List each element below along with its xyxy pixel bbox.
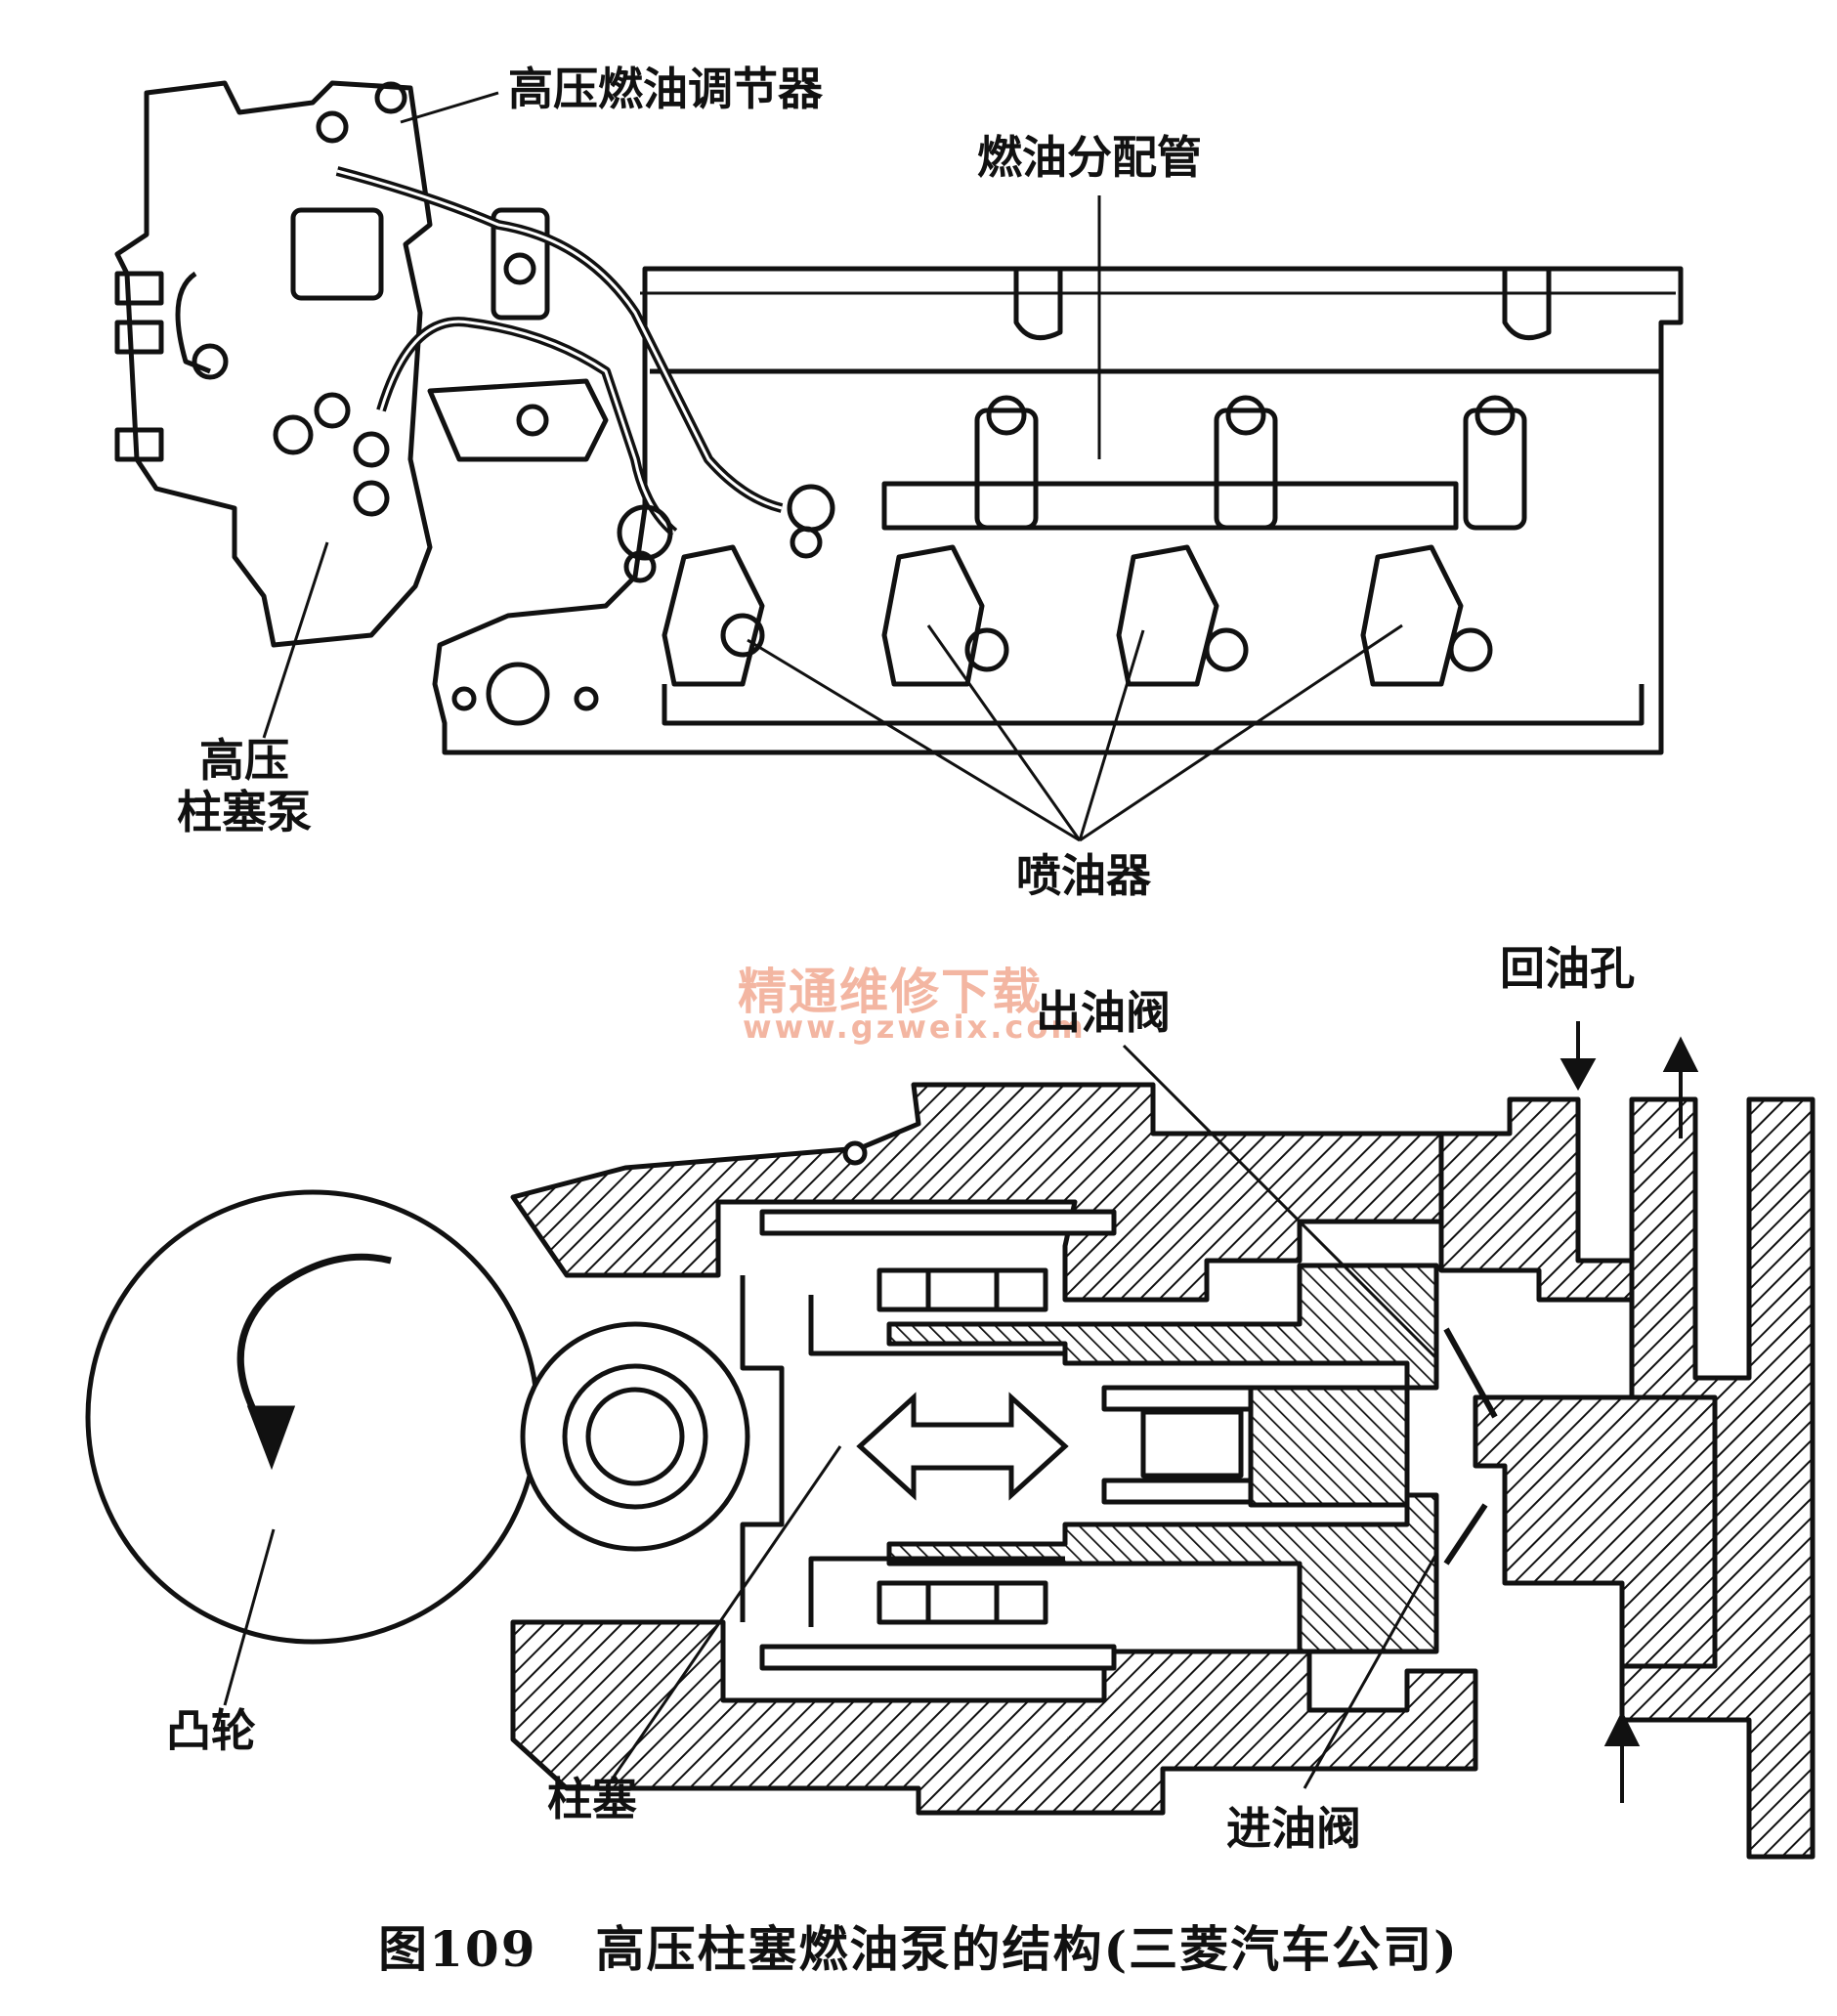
- label-plunger: 柱塞: [547, 1773, 637, 1825]
- pump-cross-section: [85, 1082, 1816, 1860]
- figure-caption: 图109 高压柱塞燃油泵的结构(三菱汽车公司): [0, 1910, 1837, 1981]
- figure-number: 图109: [378, 1920, 537, 1978]
- cam-rotation-arrow-icon: [236, 1253, 392, 1471]
- watermark-url: www.gzweix.com: [743, 1008, 1087, 1046]
- cam-lobe: [85, 1189, 540, 1645]
- label-pump: 高压 柱塞泵: [166, 735, 322, 838]
- label-fuel-rail: 燃油分配管: [977, 131, 1202, 184]
- label-regulator: 高压燃油调节器: [508, 63, 823, 115]
- figure-title: 高压柱塞燃油泵的结构(三菱汽车公司): [595, 1920, 1459, 1978]
- engine-head-drawing: [114, 80, 1684, 755]
- label-injector: 喷油器: [1016, 849, 1151, 902]
- label-cam: 凸轮: [166, 1704, 256, 1757]
- label-pump-line1: 高压: [199, 734, 289, 787]
- label-outlet-valve: 出油阀: [1036, 986, 1171, 1039]
- label-inlet-valve: 进油阀: [1226, 1802, 1361, 1855]
- watermark-title: 精通维修下载: [738, 964, 1043, 1020]
- bottom-leader-lines: [223, 1044, 1438, 1789]
- top-leader-lines: [262, 91, 1403, 842]
- label-pump-line2: 柱塞泵: [177, 785, 312, 838]
- fuel-flow-arrow-icon: [1559, 1021, 1699, 1803]
- plunger-motion-arrow-icon: [856, 1392, 1069, 1501]
- label-return-hole: 回油孔: [1500, 942, 1635, 995]
